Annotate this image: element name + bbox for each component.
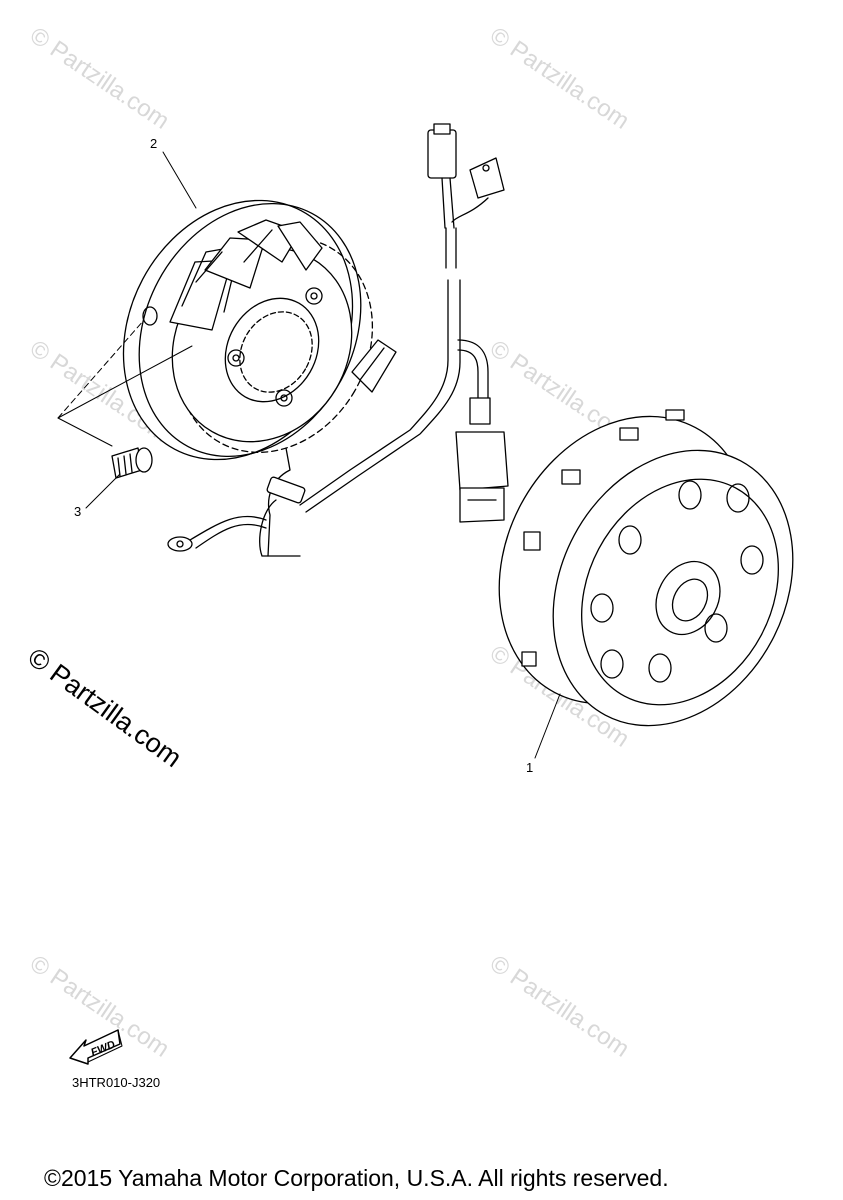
screw: [111, 447, 153, 479]
callout-3: 3: [74, 504, 82, 519]
copyright-footer: ©2015 Yamaha Motor Corporation, U.S.A. A…: [44, 1165, 669, 1191]
rotor-flywheel: [498, 409, 794, 727]
fwd-arrow-icon: [69, 1029, 123, 1065]
callout-2: 2: [150, 136, 158, 151]
stator-assembly: [122, 199, 397, 461]
leader-lines: [57, 151, 561, 759]
diagram-code: 3HTR010-J320: [72, 1075, 161, 1090]
callout-1: 1: [526, 760, 534, 775]
wire-harness: [167, 123, 509, 557]
